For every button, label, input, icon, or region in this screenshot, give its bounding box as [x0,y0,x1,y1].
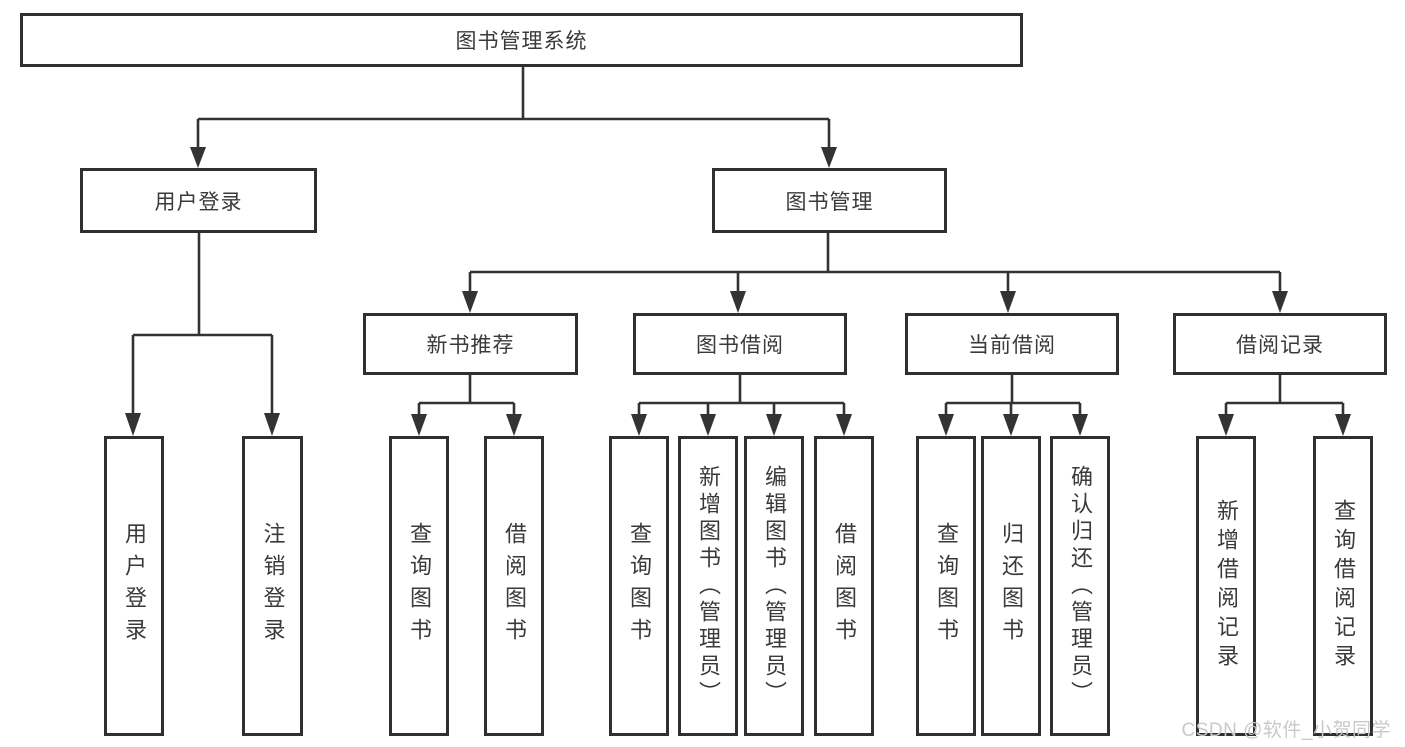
leaf-query-books-3: 查询图书 [916,436,976,736]
leaf-user-login: 用户登录 [104,436,164,736]
node-book-management-label: 图书管理 [785,190,874,214]
leaf-add-borrow-record: 新增借阅记录 [1196,436,1256,736]
leaf-query-borrow-record: 查询借阅记录 [1313,436,1373,736]
node-borrow-records-label: 借阅记录 [1236,334,1324,357]
csdn-watermark: CSDN @软件_小贺同学 [1181,720,1391,741]
node-book-borrowing: 图书借阅 [633,313,847,375]
leaf-borrow-books-2-label: 借阅图书 [832,522,857,650]
leaf-logout-label: 注销登录 [260,522,286,650]
leaf-edit-books-admin-label: 编辑图书（管理员） [762,464,787,708]
root-node-label: 图书管理系统 [455,30,588,53]
leaf-query-borrow-record-label: 查询借阅记录 [1331,499,1356,673]
node-user-login-label: 用户登录 [154,190,243,214]
leaf-add-books-admin: 新增图书（管理员） [678,436,738,736]
leaf-edit-books-admin: 编辑图书（管理员） [744,436,804,736]
node-book-borrowing-label: 图书借阅 [696,334,784,357]
node-user-login: 用户登录 [80,168,317,233]
leaf-query-books-1: 查询图书 [389,436,449,736]
node-current-borrowing-label: 当前借阅 [968,334,1056,357]
leaf-add-books-admin-label: 新增图书（管理员） [696,464,721,708]
leaf-user-login-label: 用户登录 [122,522,147,650]
leaf-query-books-3-label: 查询图书 [934,522,959,650]
arrowhead-icons [125,147,1351,436]
node-book-management: 图书管理 [712,168,947,233]
leaf-confirm-return-admin-label: 确认归还（管理员） [1068,464,1093,708]
leaf-confirm-return-admin: 确认归还（管理员） [1050,436,1110,736]
node-borrow-records: 借阅记录 [1173,313,1387,375]
leaf-borrow-books-1-label: 借阅图书 [502,522,527,650]
leaf-borrow-books-1: 借阅图书 [484,436,544,736]
leaf-add-borrow-record-label: 新增借阅记录 [1214,499,1239,673]
leaf-return-books-label: 归还图书 [999,522,1024,650]
node-new-books-label: 新书推荐 [426,334,515,357]
leaf-borrow-books-2: 借阅图书 [814,436,874,736]
leaf-query-books-2-label: 查询图书 [627,522,652,650]
leaf-query-books-1-label: 查询图书 [407,522,432,650]
leaf-return-books: 归还图书 [981,436,1041,736]
leaf-query-books-2: 查询图书 [609,436,669,736]
node-current-borrowing: 当前借阅 [905,313,1119,375]
leaf-logout: 注销登录 [242,436,303,736]
root-node-library-system: 图书管理系统 [20,13,1023,67]
node-new-books: 新书推荐 [363,313,578,375]
